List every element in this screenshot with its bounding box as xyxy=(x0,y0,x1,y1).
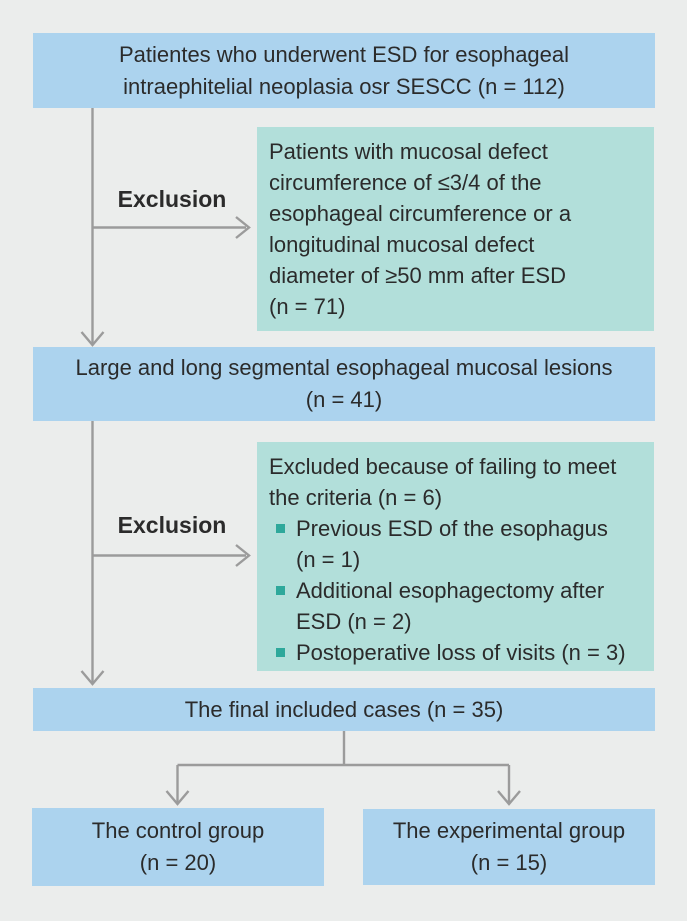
connector-middle-to-final xyxy=(80,421,251,686)
connector-final-to-groups xyxy=(165,731,521,806)
box-text-line: (n = 15) xyxy=(470,850,548,875)
arrowhead-down-icon xyxy=(80,331,105,347)
box-text-line: diameter of ≥50 mm after ESD xyxy=(269,263,566,288)
box-text-line: The experimental group xyxy=(392,818,626,843)
bullet-text-line: Postoperative loss of visits (n = 3) xyxy=(296,640,626,665)
box-large-long-lesions: Large and long segmental esophageal muco… xyxy=(33,347,655,421)
box-text-line: (n = 71) xyxy=(269,294,346,319)
box-control-group: The control group (n = 20) xyxy=(32,808,324,886)
bullet-item: Additional esophagectomy after ESD (n = … xyxy=(269,575,642,637)
bullet-text-line: Previous ESD of the esophagus xyxy=(296,516,608,541)
exclusion-bullet-list: Previous ESD of the esophagus (n = 1) Ad… xyxy=(269,513,642,668)
arrowhead-down-icon xyxy=(497,790,521,806)
arrowhead-down-icon xyxy=(80,670,105,686)
box-text-line: The control group xyxy=(91,818,265,843)
arrowhead-down-icon xyxy=(165,790,190,806)
box-text-line: longitudinal mucosal defect xyxy=(269,232,535,257)
box-heading-line: Excluded because of failing to meet xyxy=(269,454,617,479)
box-exclusion-criteria-2: Excluded because of failing to meet the … xyxy=(257,442,654,671)
exclusion-label-2: Exclusion xyxy=(117,512,227,538)
exclusion-label-1: Exclusion xyxy=(117,186,227,212)
box-final-included-cases: The final included cases (n = 35) xyxy=(33,688,655,731)
arrowhead-right-icon xyxy=(235,544,251,567)
box-heading-line: the criteria (n = 6) xyxy=(269,485,443,510)
box-text-line: (n = 20) xyxy=(139,850,217,875)
connector-top-to-middle xyxy=(80,108,251,347)
box-text-line: Patientes who underwent ESD for esophage… xyxy=(118,41,570,67)
box-experimental-group: The experimental group (n = 15) xyxy=(363,809,655,885)
box-text-line: Large and long segmental esophageal muco… xyxy=(75,355,613,380)
box-text-line: The final included cases (n = 35) xyxy=(184,696,504,722)
box-text-line: circumference of ≤3/4 of the xyxy=(269,170,542,195)
bullet-text-line: (n = 1) xyxy=(296,547,361,572)
box-exclusion-criteria-1: Patients with mucosal defect circumferen… xyxy=(257,127,654,331)
box-text-line: esophageal circumference or a xyxy=(269,201,572,226)
bullet-item: Previous ESD of the esophagus (n = 1) xyxy=(269,513,642,575)
bullet-text-line: Additional esophagectomy after xyxy=(296,578,605,603)
arrowhead-right-icon xyxy=(235,216,251,239)
bullet-text-line: ESD (n = 2) xyxy=(296,609,412,634)
box-text-line: intraephitelial neoplasia osr SESCC (n =… xyxy=(123,73,565,99)
box-text-line: (n = 41) xyxy=(305,387,383,412)
bullet-item: Postoperative loss of visits (n = 3) xyxy=(269,637,642,668)
box-text-line: Patients with mucosal defect xyxy=(269,139,548,164)
box-patients-underwent-esd: Patientes who underwent ESD for esophage… xyxy=(33,33,655,108)
